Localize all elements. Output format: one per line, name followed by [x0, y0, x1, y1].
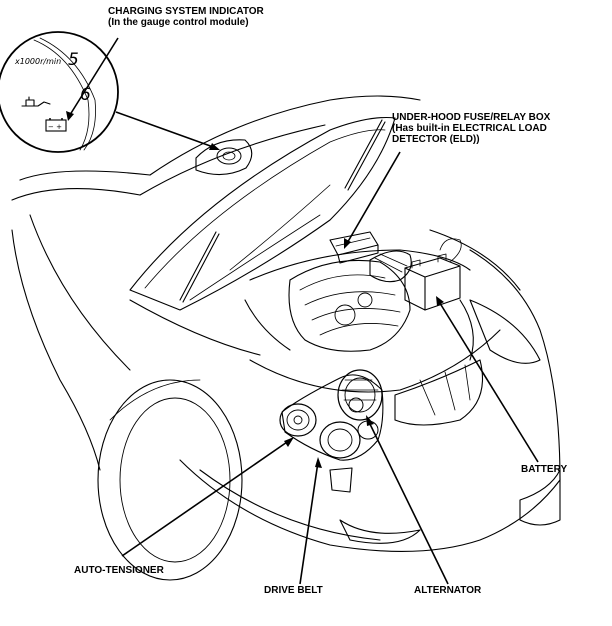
- charging-indicator-subtitle: (In the gauge control module): [108, 17, 249, 28]
- drive-belt: [281, 374, 384, 461]
- belt-arrowhead: [315, 457, 322, 468]
- fuse-box-title: UNDER-HOOD FUSE/RELAY BOX: [392, 112, 551, 123]
- alternator-leader-line: [367, 419, 449, 585]
- gauge-number-5: 5: [68, 50, 79, 70]
- fuse-box-subtitle-2: DETECTOR (ELD)): [392, 134, 480, 145]
- car-body: [11, 95, 561, 581]
- fuse-box-label: UNDER-HOOD FUSE/RELAY BOX (Has built-in …: [392, 112, 550, 145]
- inset-leader-line: [115, 111, 217, 149]
- tensioner-arrowhead: [284, 437, 294, 447]
- battery-leader-line: [437, 299, 539, 463]
- battery-icon: − +: [45, 118, 67, 132]
- gauge-inset: x1000r/min 5 6 − +: [0, 31, 119, 153]
- drive-belt-label: DRIVE BELT: [264, 585, 323, 596]
- auto-tensioner: [279, 403, 317, 437]
- fuse-box-subtitle-1: (Has built-in ELECTRICAL LOAD: [392, 123, 547, 134]
- battery-arrowhead: [436, 296, 444, 306]
- fuse-box-leader-line: [345, 151, 401, 246]
- inset-arrowhead: [209, 143, 220, 150]
- fuse-relay-box: [329, 231, 379, 264]
- alternator: [337, 369, 383, 421]
- belt-leader-line: [299, 461, 319, 585]
- gauge-number-6: 6: [80, 85, 91, 105]
- auto-tensioner-label: AUTO-TENSIONER: [74, 565, 164, 576]
- accessory-drive: [279, 369, 384, 461]
- indicator-arrowhead: [66, 111, 74, 121]
- engine: [288, 250, 412, 352]
- battery: [404, 238, 462, 311]
- charging-indicator-label: CHARGING SYSTEM INDICATOR (In the gauge …: [108, 6, 264, 28]
- alternator-label: ALTERNATOR: [414, 585, 482, 596]
- fuse-box-arrowhead: [344, 238, 351, 249]
- oil-pressure-icon: [21, 96, 51, 107]
- indicator-leader-line: [67, 37, 119, 119]
- tensioner-leader-line: [121, 439, 291, 557]
- alternator-arrowhead: [366, 415, 374, 426]
- charging-indicator-title: CHARGING SYSTEM INDICATOR: [108, 6, 264, 17]
- gauge-unit-text: x1000r/min: [14, 57, 61, 66]
- svg-text:− +: − +: [48, 123, 62, 131]
- battery-label: BATTERY: [521, 464, 568, 475]
